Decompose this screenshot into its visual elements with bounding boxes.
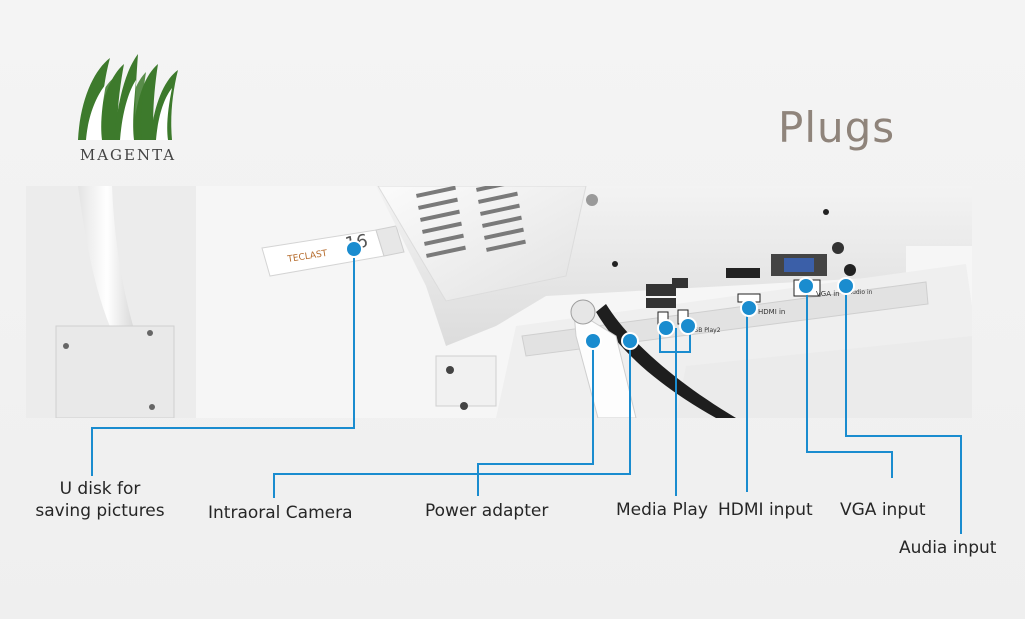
label-u-disk-line2: saving pictures: [35, 501, 165, 521]
brand-logo-mark: [78, 54, 178, 140]
callout-line-audio: [845, 287, 962, 534]
callout-line-camera: [273, 341, 631, 498]
usb-port-label: USB Play2: [690, 327, 721, 334]
label-u-disk: U disk for saving pictures: [26, 478, 174, 522]
vent-slots: [415, 186, 526, 258]
label-media-play: Media Play: [616, 500, 708, 520]
vga-port-label: VGA in: [816, 290, 840, 298]
label-hdmi-input: HDMI input: [718, 500, 813, 520]
brand-name: MAGENTA: [79, 146, 177, 164]
callout-line-u-disk: [91, 249, 355, 476]
callout-dot-audio: [837, 277, 855, 295]
mounting-plate: [55, 325, 175, 418]
callout-dot-u-disk: [345, 240, 363, 258]
page-title: Plugs: [778, 103, 896, 152]
label-vga-input: VGA input: [840, 500, 926, 520]
callout-dot-camera: [621, 332, 639, 350]
label-intraoral-camera: Intraoral Camera: [208, 503, 353, 523]
callout-dot-hdmi: [740, 299, 758, 317]
hdmi-port-label: HDMI in: [758, 308, 785, 316]
callout-line-power: [477, 341, 594, 496]
holder-arm: [78, 186, 136, 336]
callout-dot-power: [584, 332, 602, 350]
callout-line-vga: [806, 287, 893, 478]
brand-logo: MAGENTA: [66, 50, 190, 164]
callout-dot-usb-1: [657, 319, 675, 337]
callout-dot-usb-2: [679, 317, 697, 335]
label-power-adapter: Power adapter: [425, 501, 549, 521]
callout-dot-vga: [797, 277, 815, 295]
label-u-disk-line1: U disk for: [59, 479, 141, 499]
monitor-back-illustration: TECLAST 16: [26, 186, 972, 418]
label-audio-input: Audia input: [899, 538, 997, 558]
product-photo: TECLAST 16: [26, 186, 972, 418]
usb-port-bracket: [659, 322, 691, 353]
audio-port-label: Audio in: [848, 289, 873, 296]
